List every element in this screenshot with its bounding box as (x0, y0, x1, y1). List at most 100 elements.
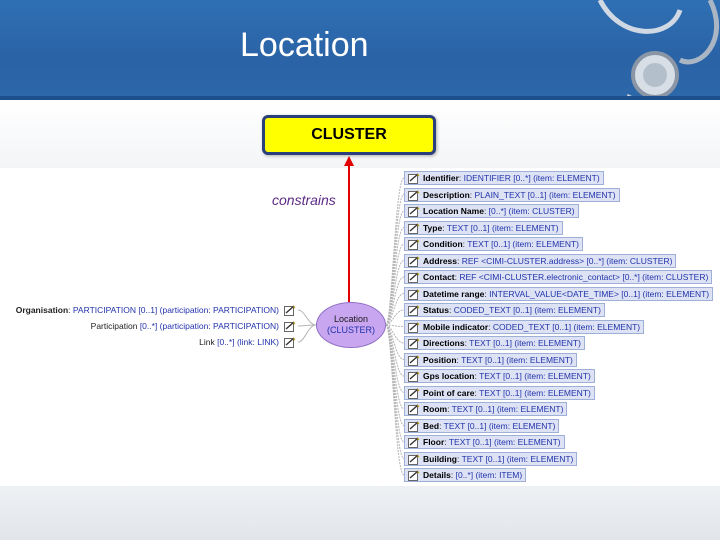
bottom-band (0, 486, 720, 540)
right-node[interactable]: Condition: TEXT [0..1] (item: ELEMENT) (404, 237, 584, 251)
stethoscope-icon (597, 0, 719, 100)
node-type: TEXT [0..1] (item: ELEMENT) (443, 420, 556, 431)
node-type: [0..*] (participation: PARTICIPATION) (139, 321, 279, 331)
edit-icon (408, 420, 420, 432)
slide-header: Location (0, 0, 720, 100)
right-node[interactable]: Location Name: [0..*] (item: CLUSTER) (404, 204, 579, 218)
node-name: Datetime range (423, 288, 485, 299)
edit-icon (408, 173, 420, 184)
constrains-label: constrains (272, 192, 336, 208)
node-type: REF <CIMI-CLUSTER.address> [0..*] (item:… (461, 255, 673, 266)
right-node[interactable]: Details: [0..*] (item: ITEM) (404, 468, 527, 482)
right-node[interactable]: Directions: TEXT [0..1] (item: ELEMENT) (404, 336, 585, 350)
node-name: Contact (423, 272, 455, 282)
connector-line (385, 324, 405, 377)
edit-icon (408, 206, 420, 217)
node-type: TEXT [0..1] (item: ELEMENT) (461, 354, 573, 365)
cluster-box: CLUSTER (262, 115, 436, 155)
arrow-head (344, 156, 354, 166)
node-name: Mobile indicator (423, 321, 489, 332)
node-type: CODED_TEXT [0..1] (item: ELEMENT) (492, 321, 641, 332)
edit-icon (408, 288, 420, 300)
node-name: Bed (423, 420, 440, 431)
edit-icon (408, 222, 420, 234)
right-node[interactable]: Building: TEXT [0..1] (item: ELEMENT) (404, 451, 578, 466)
node-type: TEXT [0..1] (item: ELEMENT) (461, 453, 574, 464)
connector-line (385, 324, 405, 393)
node-name: Identifier (423, 173, 459, 183)
node-name: Building (423, 453, 457, 464)
edit-icon (408, 387, 420, 399)
node-name: Details (423, 470, 451, 480)
edit-icon (408, 371, 420, 382)
connector-line (385, 324, 405, 459)
right-node[interactable]: Description: PLAIN_TEXT [0..1] (item: EL… (404, 187, 620, 202)
node-name: Organisation (15, 305, 69, 315)
node-type: TEXT [0..1] (item: ELEMENT) (469, 338, 581, 348)
right-node[interactable]: Bed: TEXT [0..1] (item: ELEMENT) (404, 418, 560, 433)
edit-icon (408, 255, 420, 267)
node-type: PLAIN_TEXT [0..1] (item: ELEMENT) (474, 189, 616, 200)
right-node[interactable]: Mobile indicator: CODED_TEXT [0..1] (ite… (404, 319, 645, 334)
right-node[interactable]: Position: TEXT [0..1] (item: ELEMENT) (404, 352, 577, 367)
node-name: Description (423, 189, 470, 200)
node-type: [0..*] (link: LINK) (217, 337, 279, 347)
node-type: TEXT [0..1] (item: ELEMENT) (448, 437, 561, 447)
center-node-type: (CLUSTER) (326, 325, 375, 335)
node-type: TEXT [0..1] (item: ELEMENT) (451, 404, 564, 414)
edit-icon (408, 338, 420, 349)
right-node[interactable]: Room: TEXT [0..1] (item: ELEMENT) (404, 402, 568, 416)
node-name: Participation (90, 321, 138, 331)
node-name: Location Name (423, 206, 484, 216)
node-name: Type (423, 222, 443, 233)
edit-icon (282, 321, 296, 333)
node-type: INTERVAL_VALUE<DATE_TIME> [0..1] (item: … (489, 288, 710, 299)
connector-line (297, 324, 317, 343)
node-name: Gps location (423, 371, 475, 381)
node-name: Status (423, 305, 449, 315)
edit-icon (408, 272, 420, 283)
right-node[interactable]: Gps location: TEXT [0..1] (item: ELEMENT… (404, 369, 595, 383)
node-type: REF <CIMI-CLUSTER.electronic_contact> [0… (459, 272, 709, 282)
node-name: Condition (423, 239, 463, 249)
right-node[interactable]: Floor: TEXT [0..1] (item: ELEMENT) (404, 435, 565, 449)
location-center-node[interactable]: Location (CLUSTER) (316, 302, 386, 348)
node-type: TEXT [0..1] (item: ELEMENT) (479, 371, 591, 381)
connector-line (385, 276, 405, 326)
right-node[interactable]: Contact: REF <CIMI-CLUSTER.electronic_co… (404, 270, 713, 284)
right-node[interactable]: Status: CODED_TEXT [0..1] (item: ELEMENT… (404, 303, 605, 317)
edit-icon (408, 321, 420, 333)
node-type: [0..*] (item: ITEM) (455, 470, 523, 480)
node-name: Directions (423, 338, 465, 348)
edit-icon (408, 305, 420, 316)
node-type: CODED_TEXT [0..1] (item: ELEMENT) (453, 305, 601, 315)
left-node[interactable]: Organisation: PARTICIPATION [0..1] (part… (16, 303, 296, 317)
edit-icon (282, 305, 296, 317)
header-stripe (0, 96, 720, 100)
center-node-name: Location (333, 314, 369, 324)
node-name: Position (423, 354, 457, 365)
edit-icon (408, 470, 420, 481)
left-node[interactable]: Participation [0..*] (participation: PAR… (91, 319, 296, 333)
connector-line (385, 324, 405, 443)
slide-title: Location (240, 26, 369, 64)
node-name: Floor (423, 437, 445, 447)
cluster-label: CLUSTER (311, 126, 387, 143)
node-name: Link (199, 337, 215, 347)
right-node[interactable]: Datetime range: INTERVAL_VALUE<DATE_TIME… (404, 286, 714, 301)
right-node[interactable]: Identifier: IDENTIFIER [0..*] (item: ELE… (404, 171, 604, 185)
node-type: TEXT [0..1] (item: ELEMENT) (479, 387, 591, 398)
right-node[interactable]: Point of care: TEXT [0..1] (item: ELEMEN… (404, 385, 595, 400)
edit-icon (408, 453, 420, 465)
connector-line (385, 260, 405, 326)
node-name: Address (423, 255, 458, 266)
right-node[interactable]: Type: TEXT [0..1] (item: ELEMENT) (404, 220, 563, 235)
edit-icon (408, 437, 420, 448)
node-name: Point of care (423, 387, 475, 398)
node-type: TEXT [0..1] (item: ELEMENT) (467, 239, 580, 249)
edit-icon (282, 337, 296, 349)
right-node[interactable]: Address: REF <CIMI-CLUSTER.address> [0..… (404, 253, 677, 268)
node-name: Room (423, 404, 448, 414)
edit-icon (408, 189, 420, 201)
left-node[interactable]: Link [0..*] (link: LINK) (199, 335, 296, 349)
